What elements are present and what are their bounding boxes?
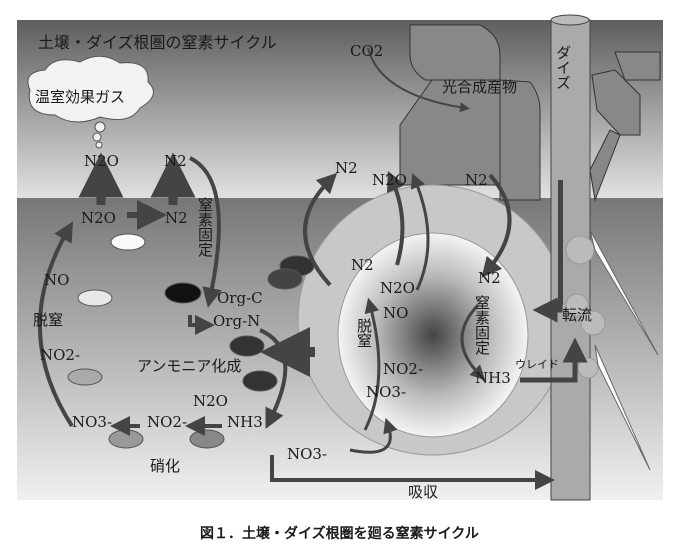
org-n-label: Org-N — [213, 312, 260, 330]
ammonification-label: アンモニア化成 — [137, 357, 241, 375]
rhizo-n2-out-label: N2 — [335, 159, 358, 177]
nodule-no3-label: NO3- — [366, 383, 406, 401]
soil-n2-label: N2 — [165, 209, 188, 227]
soil-no-label: NO — [44, 271, 69, 289]
root-hair — [594, 344, 651, 471]
root-nodules-side — [565, 235, 606, 379]
stem-transport-line — [558, 180, 563, 305]
nodule-denitrification-label: 脱窒 — [355, 318, 373, 348]
nitrification-label: 硝化 — [150, 457, 180, 475]
soil-nitrogen-fixation-label: 窒素固定 — [196, 196, 214, 258]
nodule-n2-denit-label: N2 — [351, 256, 374, 274]
nodule-no2-label: NO2- — [383, 360, 423, 378]
soil-no3-uptake-label: NO3- — [287, 445, 327, 463]
photosynthate-label: 光合成産物 — [442, 78, 517, 96]
greenhouse-gas-cloud — [27, 55, 154, 149]
soybean-label: ダイズ — [554, 45, 572, 90]
org-c-label: Org-C — [217, 289, 263, 307]
nodule-no-label: NO — [383, 304, 408, 322]
root-nodule — [337, 232, 529, 438]
figure-caption: 図１．土壌・ダイズ根圏を廻る窒素サイクル — [200, 525, 479, 542]
soil-no3-label: NO3- — [72, 413, 112, 431]
rhizo-n2-in-label: N2 — [465, 171, 488, 189]
nodule-n2o-label: N2O — [380, 279, 415, 297]
soybean-leaves — [399, 24, 661, 202]
flow-arrows — [38, 47, 588, 490]
transport-down-arrow — [532, 297, 563, 323]
absorption-label: 吸収 — [408, 483, 438, 501]
soil-n2o-label: N2O — [81, 209, 116, 227]
diagram-title: 土壌・ダイズ根圏の窒素サイクル — [38, 33, 277, 52]
co2-label: CO2 — [350, 42, 383, 60]
ureide-label: ウレイド — [515, 358, 559, 371]
nitrification-no2-label: NO2- — [147, 413, 187, 431]
nodule-nh3-label: NH3 — [475, 369, 511, 387]
n2-emitted-label: N2 — [164, 152, 187, 170]
root-hair — [589, 229, 659, 356]
stem-top — [550, 14, 590, 26]
rhizo-n2o-out-label: N2O — [372, 171, 407, 189]
nodule-nitrogen-fixation-label: 窒素固定 — [473, 294, 491, 356]
soil-denitrification-label: 脱窒 — [33, 311, 63, 329]
n2o-emitted-label: N2O — [84, 152, 119, 170]
greenhouse-gas-label: 温室効果ガス — [35, 88, 125, 106]
translocation-label: 転流 — [562, 306, 592, 324]
nodule-n2-fix-label: N2 — [478, 269, 501, 287]
soil-no2-label: NO2- — [40, 346, 80, 364]
nitrification-n2o-label: N2O — [193, 392, 228, 410]
soil-nh3-label: NH3 — [227, 413, 263, 431]
